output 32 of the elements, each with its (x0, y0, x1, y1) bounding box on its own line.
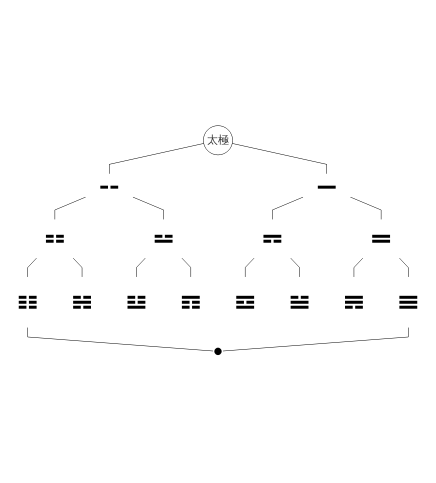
trigram-symbol (236, 296, 254, 309)
connector-line (399, 258, 409, 278)
connector-line (132, 196, 164, 220)
connector-line (109, 143, 204, 174)
bigram-symbol (46, 234, 64, 243)
trigram-symbol (345, 296, 363, 309)
yin-line-symbol (100, 186, 118, 189)
connector-line (72, 258, 82, 278)
trigram-symbol (290, 296, 308, 309)
connector-line (232, 143, 327, 174)
connector-line (290, 258, 300, 278)
connector-line (27, 258, 37, 278)
connector-line (27, 327, 214, 352)
connector-line (354, 258, 364, 278)
connector-line (222, 327, 409, 352)
connector-line (272, 196, 304, 220)
connector-line (182, 258, 192, 278)
connector-line (54, 196, 86, 220)
bigram-symbol (263, 234, 282, 243)
trigram-symbol (18, 296, 37, 309)
trigram-symbol (128, 296, 146, 309)
connector-line (244, 258, 254, 278)
dot-node (214, 348, 222, 356)
circle-node: 太極 (203, 125, 233, 156)
connector-line (136, 258, 146, 278)
trigram-symbol (73, 296, 91, 309)
bigram-symbol (372, 234, 390, 243)
trigram-symbol (182, 296, 200, 309)
yang-line-symbol (318, 186, 336, 189)
connector-line (350, 196, 382, 220)
bigram-symbol (154, 234, 173, 243)
trigram-symbol (399, 296, 418, 309)
